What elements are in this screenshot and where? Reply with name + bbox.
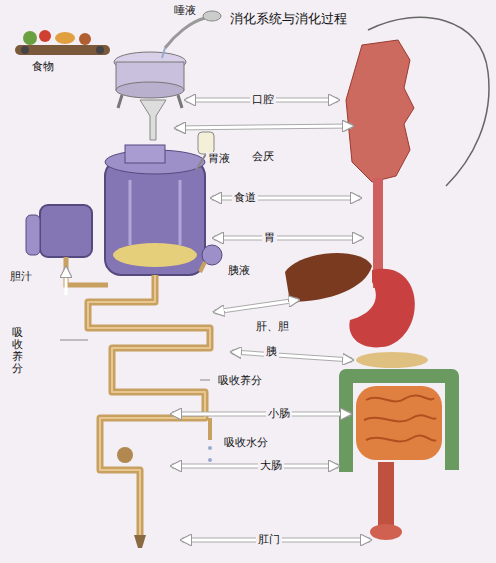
diagram-title: 消化系统与消化过程 <box>230 10 347 28</box>
part-label: 大肠 <box>258 459 284 472</box>
part-label: 胆汁 <box>8 270 34 283</box>
part-label: 胃液 <box>206 152 232 165</box>
part-label: 食物 <box>30 60 56 73</box>
part-label: 食道 <box>232 191 258 204</box>
part-label: 肝、胆 <box>254 320 291 333</box>
part-label: 小肠 <box>266 407 292 420</box>
part-label: 胰液 <box>226 264 252 277</box>
part-label: 胃 <box>262 231 277 244</box>
part-label: 口腔 <box>250 93 276 106</box>
part-label: 吸收养分 <box>216 374 264 387</box>
part-label: 会厌 <box>250 150 276 163</box>
part-label: 胰 <box>264 345 279 358</box>
part-label: 肛门 <box>256 533 282 546</box>
part-label: 唾液 <box>172 4 198 17</box>
part-label: 吸收养分 <box>10 326 25 376</box>
part-label: 吸收水分 <box>222 436 270 449</box>
